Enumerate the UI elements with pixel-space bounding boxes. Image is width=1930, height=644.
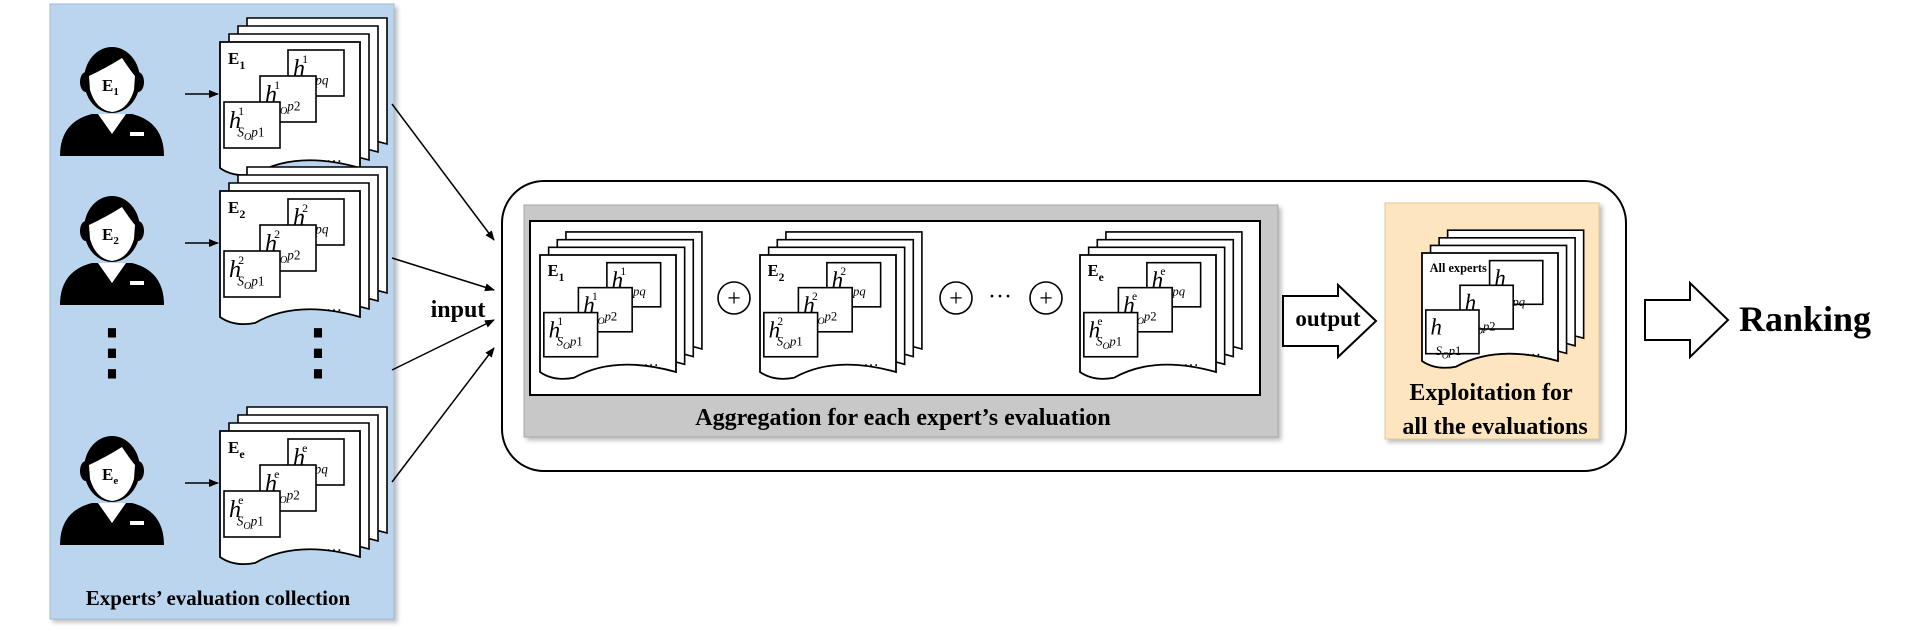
- input-arrow-3: [391, 319, 495, 371]
- avatar-collar: [98, 263, 126, 283]
- expert-avatar-icon: E2: [60, 196, 164, 305]
- input-arrow-1: [391, 103, 495, 241]
- avatar-body: [60, 503, 164, 545]
- document-ellipsis: …: [1183, 353, 1198, 370]
- evaluation-box: [223, 101, 281, 149]
- plus-circle: [717, 281, 751, 315]
- evaluation-box: [223, 250, 281, 298]
- avatar-label: Ee: [102, 465, 118, 487]
- output-arrow: [1282, 282, 1378, 360]
- plus-sign: +: [727, 286, 741, 312]
- expert-rows: E1E1h1SOpqh1SOp2h1SOp1…E2E2h2SOpqh2SOp2h…: [60, 17, 388, 566]
- expert-avatar-icon: Ee: [60, 436, 164, 545]
- avatar-face: [89, 58, 135, 112]
- avatar-pocket: [130, 521, 144, 525]
- avatar-face: [89, 207, 135, 261]
- aggregation-ellipsis: ···: [988, 284, 1012, 310]
- avatar-collar: [98, 503, 126, 523]
- exploitation-document: All expertshSOpqhSOp2hSOp1…: [1421, 229, 1585, 369]
- aggregation-documents: E1h1SOpqh1SOp2h1SOp1…E2h2SOpqh2SOp2h2SOp…: [539, 231, 1243, 380]
- evaluation-box: [1083, 311, 1139, 358]
- plus-operator: +: [1029, 281, 1063, 315]
- avatar-collar: [98, 114, 126, 134]
- document-label: E1: [548, 261, 565, 284]
- plus-circle: [939, 281, 973, 315]
- document-ellipsis: …: [326, 298, 342, 315]
- avatar-label: E1: [102, 76, 119, 98]
- plus-sign: +: [1039, 286, 1053, 312]
- document-ellipsis: …: [326, 149, 342, 166]
- document-label: E2: [768, 261, 785, 284]
- plus-operator: +: [717, 281, 751, 315]
- expert-row: E1E1h1SOpqh1SOp2h1SOp1…: [60, 17, 388, 177]
- avatar-pocket: [130, 281, 144, 285]
- evaluation-box: [543, 311, 599, 358]
- input-arrow-2: [391, 257, 495, 292]
- vertical-ellipsis-avatars: ⋮: [82, 319, 142, 385]
- vertical-ellipsis-documents: ⋮: [288, 319, 348, 385]
- document-ellipsis: …: [1526, 342, 1541, 359]
- avatar-face: [89, 447, 135, 501]
- exploitation-label-line2: all the evaluations: [1402, 414, 1587, 440]
- exploitation-label-line1: Exploitation for: [1409, 380, 1573, 406]
- avatar-label: E2: [102, 225, 119, 247]
- document-label: Ee: [1088, 261, 1104, 284]
- expert-avatar-icon: E1: [60, 47, 164, 156]
- expert-collection-label: Experts’ evaluation collection: [86, 586, 351, 610]
- document-label: E1: [228, 49, 245, 72]
- evaluation-box: [1425, 309, 1480, 355]
- avatar-body: [60, 114, 164, 156]
- document-label: All experts: [1430, 261, 1487, 275]
- aggregation-label: Aggregation for each expert’s evaluation: [695, 405, 1111, 431]
- plus-sign: +: [949, 286, 963, 312]
- ranking-label: Ranking: [1739, 299, 1871, 339]
- plus-circle: [1029, 281, 1063, 315]
- expert-row: E2E2h2SOpqh2SOp2h2SOp1…: [60, 166, 388, 326]
- document-label: E2: [228, 198, 245, 221]
- output-label: output: [1295, 306, 1361, 331]
- document-ellipsis: …: [643, 353, 658, 370]
- input-arrow-4: [391, 347, 495, 483]
- expert-row: EeEeheSOpqheSOp2heSOp1…: [60, 406, 388, 566]
- document-ellipsis: …: [863, 353, 878, 370]
- plus-operator: +: [939, 281, 973, 315]
- evaluation-box: [763, 311, 819, 358]
- evaluation-box: [223, 490, 281, 538]
- avatar-body: [60, 263, 164, 305]
- avatar-pocket: [130, 132, 144, 136]
- input-label: input: [431, 297, 486, 323]
- document-label: Ee: [228, 438, 245, 461]
- ranking-arrow: [1644, 280, 1730, 360]
- document-ellipsis: …: [326, 538, 342, 555]
